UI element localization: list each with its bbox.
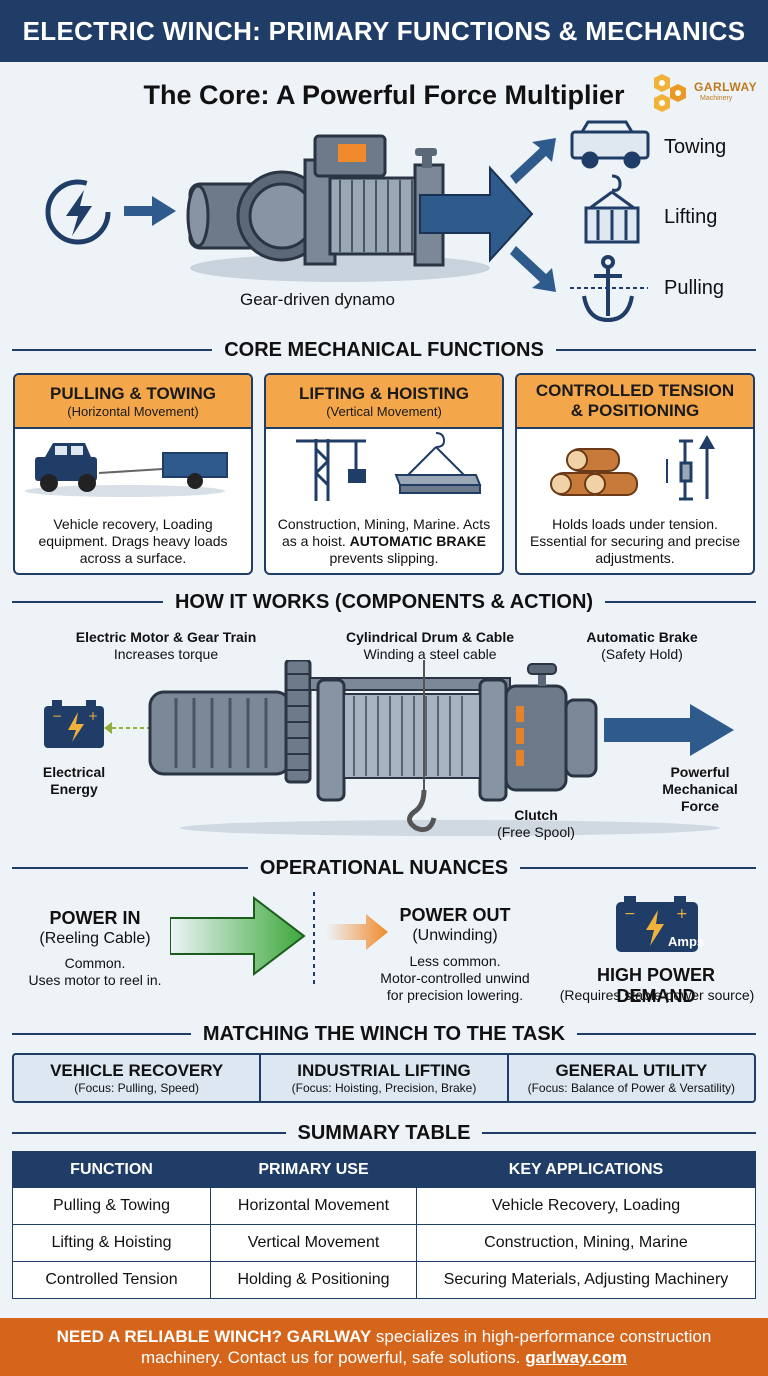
crane-beam-icon bbox=[296, 432, 482, 501]
footer-text-2: machinery. Contact us for powerful, safe… bbox=[141, 1348, 526, 1367]
clutch-label: Clutch(Free Spool) bbox=[497, 807, 575, 840]
power-out-sub: (Unwinding) bbox=[412, 927, 498, 944]
lightning-icon bbox=[45, 179, 111, 245]
summary-header-row: FUNCTION PRIMARY USE KEY APPLICATIONS bbox=[12, 1151, 756, 1188]
card-pulling-title: PULLING & TOWING bbox=[50, 383, 216, 403]
page-title: ELECTRIC WINCH: PRIMARY FUNCTIONS & MECH… bbox=[22, 15, 746, 46]
table-cell: Construction, Mining, Marine bbox=[416, 1224, 756, 1262]
table-cell: Pulling & Towing bbox=[12, 1187, 211, 1225]
power-in-arrow-icon bbox=[170, 892, 315, 984]
card-tension-title-2: & POSITIONING bbox=[570, 401, 700, 420]
hero-winch-illustration bbox=[45, 120, 650, 323]
high-power-title: HIGH POWER DEMAND bbox=[596, 965, 715, 1006]
logo-text: GARLWAY bbox=[694, 80, 758, 94]
card-tension-title-1: CONTROLLED TENSION bbox=[535, 381, 735, 400]
card-lifting: LIFTING & HOISTING (Vertical Movement) C… bbox=[264, 373, 504, 575]
jeep-trailer-icon bbox=[25, 443, 228, 497]
page-header: ELECTRIC WINCH: PRIMARY FUNCTIONS & MECH… bbox=[0, 0, 768, 62]
container-icon bbox=[584, 174, 640, 244]
use-towing-label: Towing bbox=[664, 136, 727, 158]
section-how: HOW IT WORKS (COMPONENTS & ACTION) bbox=[12, 588, 756, 616]
jeep-icon bbox=[570, 120, 650, 169]
table-cell: Vehicle Recovery, Loading bbox=[416, 1187, 756, 1225]
card-tension: CONTROLLED TENSION & POSITIONING Holds l… bbox=[515, 373, 755, 575]
match-general-utility: GENERAL UTILITY(Focus: Balance of Power … bbox=[527, 1061, 736, 1095]
hero-title: The Core: A Powerful Force Multiplier bbox=[143, 80, 625, 110]
table-cell: Lifting & Hoisting bbox=[12, 1224, 211, 1262]
power-out-title: POWER OUT bbox=[399, 905, 511, 925]
matching-table: VEHICLE RECOVERY(Focus: Pulling, Speed) … bbox=[12, 1053, 756, 1103]
force-arrow-icon bbox=[419, 165, 534, 263]
svg-text:−: − bbox=[624, 906, 636, 922]
brake-label: Automatic Brake(Safety Hold) bbox=[586, 629, 698, 662]
hook-icon bbox=[407, 789, 437, 833]
table-cell: Securing Materials, Adjusting Machinery bbox=[416, 1261, 756, 1299]
power-out-arrow-icon bbox=[326, 914, 388, 950]
summary-table: FUNCTION PRIMARY USE KEY APPLICATIONS Pu… bbox=[12, 1151, 756, 1299]
power-in-desc: Common.Uses motor to reel in. bbox=[28, 955, 162, 988]
branch-arrows-icon bbox=[510, 138, 556, 292]
battery-icon: − + bbox=[44, 700, 104, 748]
footer-banner: NEED A RELIABLE WINCH? GARLWAY specializ… bbox=[0, 1318, 768, 1376]
table-row: Pulling & Towing Horizontal Movement Veh… bbox=[12, 1187, 756, 1225]
anchor-icon bbox=[570, 255, 648, 323]
summary-header-function: FUNCTION bbox=[12, 1151, 211, 1188]
match-industrial-lifting: INDUSTRIAL LIFTING(Focus: Hoisting, Prec… bbox=[261, 1055, 509, 1101]
winch-components-illustration: − + bbox=[44, 660, 734, 836]
section-functions: CORE MECHANICAL FUNCTIONS bbox=[12, 336, 756, 364]
power-in-title: POWER IN bbox=[49, 908, 141, 928]
arrow-right-icon bbox=[124, 196, 176, 226]
amps-label: Amps bbox=[668, 934, 705, 949]
summary-header-primary-use: PRIMARY USE bbox=[210, 1151, 417, 1188]
match-vehicle-recovery: VEHICLE RECOVERY(Focus: Pulling, Speed) bbox=[14, 1055, 262, 1101]
svg-text:−: − bbox=[52, 709, 62, 723]
svg-text:+: + bbox=[88, 709, 98, 723]
table-cell: Holding & Positioning bbox=[210, 1261, 417, 1299]
svg-text:+: + bbox=[676, 906, 688, 922]
section-matching: MATCHING THE WINCH TO THE TASK bbox=[12, 1020, 756, 1048]
section-nuances: OPERATIONAL NUANCES bbox=[12, 854, 756, 882]
card-pulling-subtitle: (Horizontal Movement) bbox=[67, 403, 199, 419]
logs-clamp-icon bbox=[550, 435, 715, 501]
battery-amps-icon: − + bbox=[616, 896, 698, 952]
table-cell: Vertical Movement bbox=[210, 1224, 417, 1262]
power-in-sub: (Reeling Cable) bbox=[39, 930, 151, 947]
table-row: Lifting & Hoisting Vertical Movement Con… bbox=[12, 1224, 756, 1262]
drum-label: Gear-driven dynamo bbox=[240, 290, 395, 309]
footer-link[interactable]: garlway.com bbox=[525, 1348, 627, 1367]
logo-sub: Machinery bbox=[700, 95, 733, 102]
garlway-logo-icon bbox=[654, 74, 686, 112]
card-lifting-title: LIFTING & HOISTING bbox=[299, 383, 469, 403]
table-cell: Controlled Tension bbox=[12, 1261, 211, 1299]
card-lifting-subtitle: (Vertical Movement) bbox=[326, 403, 442, 419]
table-row: Controlled Tension Holding & Positioning… bbox=[12, 1261, 756, 1299]
use-lifting-label: Lifting bbox=[664, 206, 718, 228]
footer-lead: NEED A RELIABLE WINCH? GARLWAY bbox=[56, 1327, 372, 1346]
table-cell: Horizontal Movement bbox=[210, 1187, 417, 1225]
card-pulling-desc: Vehicle recovery, Loading equipment. Dra… bbox=[38, 516, 228, 566]
output-arrow-icon bbox=[604, 704, 734, 756]
use-pulling-label: Pulling bbox=[664, 277, 725, 299]
footer-text-1: specializes in high-performance construc… bbox=[371, 1327, 712, 1346]
winch-icon bbox=[186, 134, 445, 267]
card-tension-desc: Holds loads under tension. Essential for… bbox=[529, 516, 741, 566]
high-power-sub: (Requires stable power source) bbox=[559, 987, 755, 1003]
card-lifting-desc: Construction, Mining, Marine. Acts as a … bbox=[277, 516, 491, 566]
card-pulling: PULLING & TOWING (Horizontal Movement) V… bbox=[13, 373, 253, 575]
section-summary: SUMMARY TABLE bbox=[12, 1119, 756, 1147]
summary-header-applications: KEY APPLICATIONS bbox=[416, 1151, 756, 1188]
